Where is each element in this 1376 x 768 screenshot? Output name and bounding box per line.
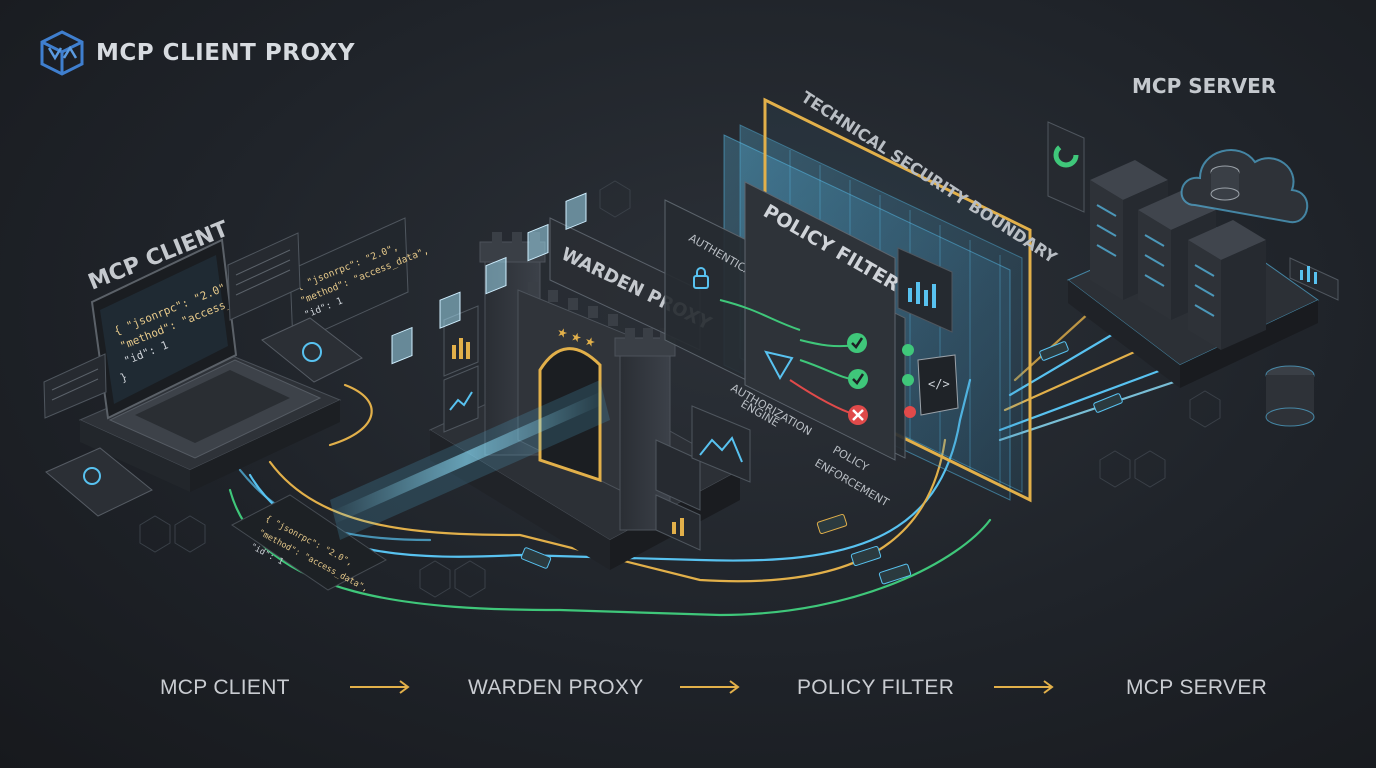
arrow-right-icon (350, 680, 410, 694)
flow-step-server: MCP SERVER (1126, 676, 1268, 699)
policy-filter-panel (744, 181, 896, 461)
flow-line-gold-2 (328, 383, 373, 447)
client-tablet (45, 447, 153, 517)
svg-text:</>: </> (928, 377, 950, 391)
packet-badges (520, 341, 1123, 585)
cloud-icon (1180, 149, 1309, 224)
flow-line-server-3 (1008, 328, 1122, 397)
filter-funnel-icon (764, 350, 794, 381)
donut-chart-icon (1053, 142, 1079, 168)
server-rack (1188, 220, 1266, 350)
data-packet (391, 326, 413, 365)
mcp-server-group: MCP SERVER (1047, 74, 1339, 427)
arrow-right-icon (994, 680, 1054, 694)
flow-legend: MCP CLIENT WARDEN PROXY POLICY FILTER MC… (0, 668, 1376, 708)
floating-code-panel (289, 217, 409, 345)
data-packet (485, 256, 507, 295)
flow-step-client: MCP CLIENT (160, 676, 290, 699)
fingerprint-icon (302, 342, 322, 362)
storage-stack-icon (1265, 365, 1315, 427)
flow-step-policy: POLICY FILTER (797, 676, 955, 699)
hex-background (139, 180, 1221, 598)
lock-icon (693, 275, 709, 289)
chip-icon (83, 467, 101, 485)
data-packet (565, 192, 587, 231)
flow-line-green-1 (228, 488, 992, 617)
database-icon (1210, 165, 1240, 201)
mcp-client-group: { "jsonrpc": "2.0", "method": "access_da… (43, 217, 430, 594)
brand: MCP CLIENT PROXY (40, 30, 355, 76)
right-tower (619, 349, 671, 531)
data-packet-stream (330, 192, 610, 540)
warden-proxy-group: ★ ★ ★ WARDEN PROXY (428, 217, 751, 570)
laptop-code-line4: } (118, 370, 129, 385)
allow-check-icon-2 (848, 369, 868, 389)
client-phone (261, 317, 363, 383)
arrow-right-icon (680, 680, 740, 694)
policy-filter-group: AUTHENTICATION CHECK POLICY FILTER AUTHO… (664, 181, 959, 509)
data-packet (439, 291, 461, 329)
cube-logo-icon (40, 30, 84, 76)
page-title: MCP CLIENT PROXY (96, 40, 356, 66)
request-json-card (231, 494, 387, 591)
flow-step-warden: WARDEN PROXY (468, 676, 644, 699)
server-label: MCP SERVER (1132, 74, 1276, 98)
allow-check-icon (847, 333, 867, 353)
data-packet (527, 223, 549, 262)
code-node (917, 354, 959, 416)
